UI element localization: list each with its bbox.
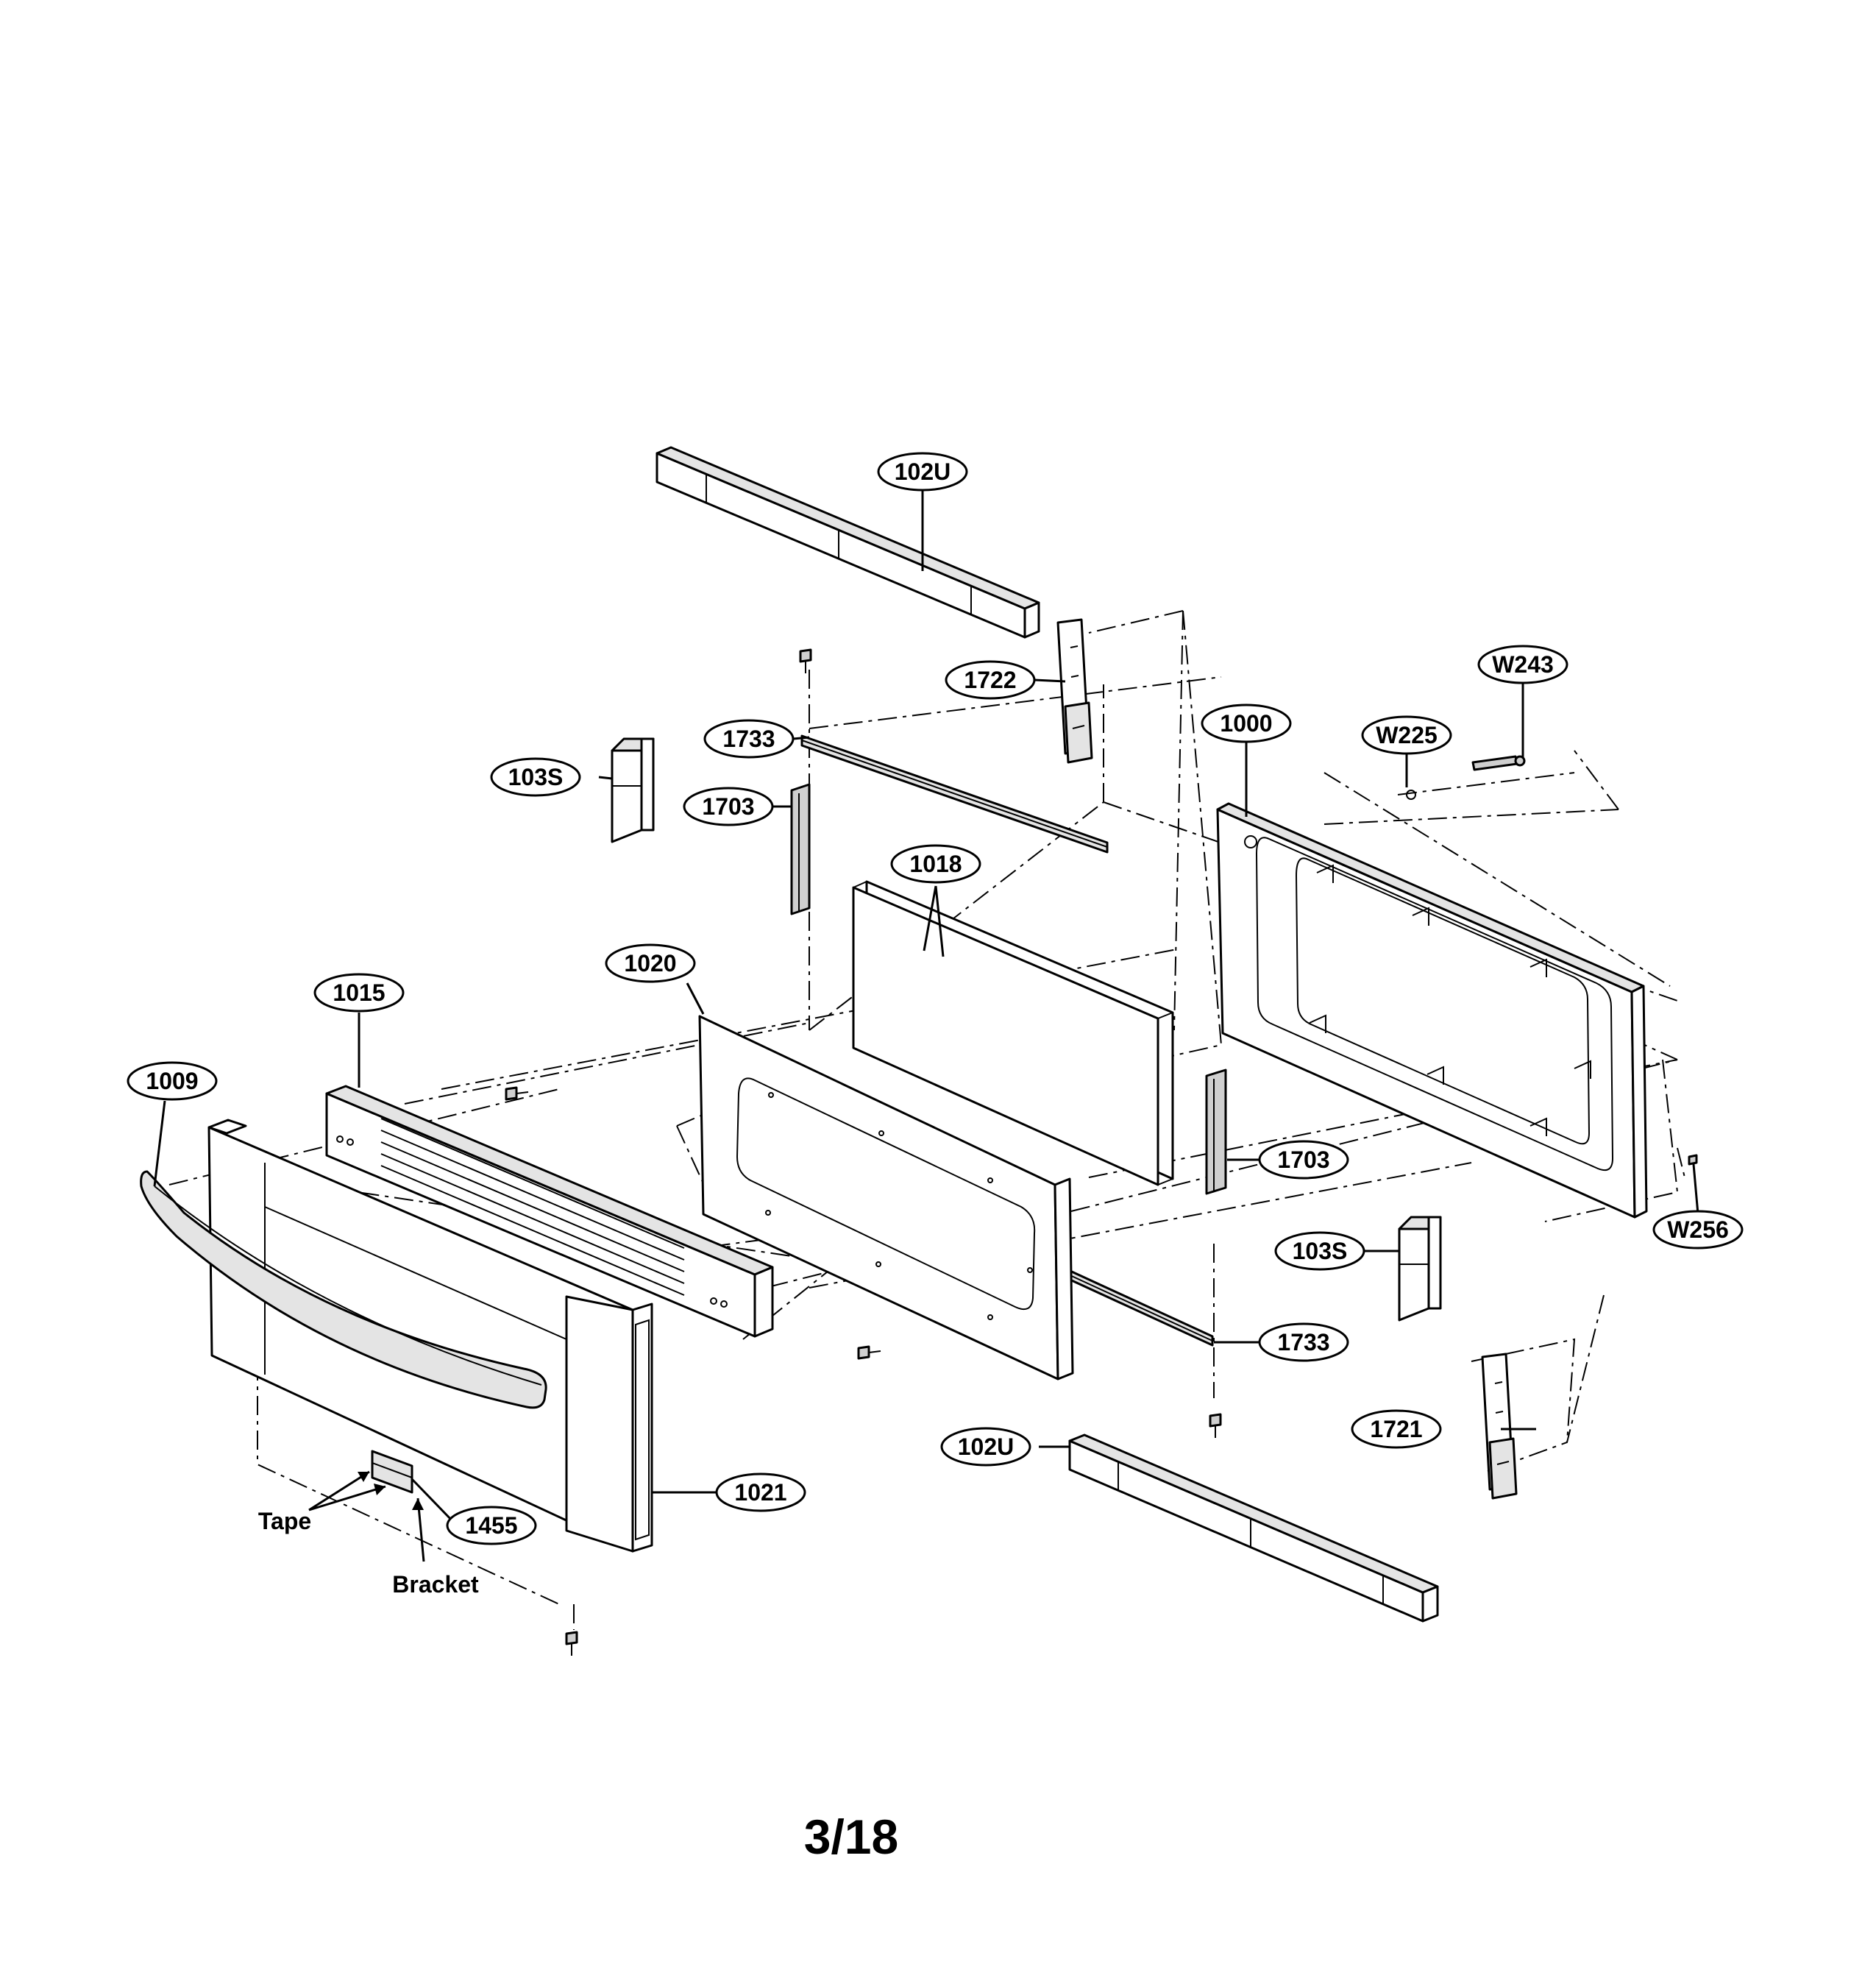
- callout-label: 1009: [146, 1068, 198, 1094]
- callout-1000: 1000: [1201, 703, 1292, 743]
- callout-label: 1733: [1277, 1329, 1329, 1355]
- part-102u-top-bar: [655, 446, 1040, 639]
- callout-label: 102U: [895, 458, 951, 485]
- callout-w225: W225: [1361, 715, 1452, 755]
- callout-1009: 1009: [127, 1061, 218, 1101]
- tape-label: Tape: [258, 1508, 311, 1534]
- callout-label: 1733: [722, 726, 775, 752]
- callout-103s-left: 103S: [490, 757, 581, 797]
- callout-label: 1000: [1220, 710, 1272, 737]
- callout-label: 103S: [508, 764, 564, 790]
- callout-label: 1015: [333, 979, 385, 1006]
- callout-label: 1721: [1370, 1416, 1422, 1442]
- callout-label: 102U: [958, 1433, 1015, 1460]
- part-1000-inner-door: [1216, 802, 1648, 1219]
- callout-1015: 1015: [313, 973, 405, 1013]
- callout-103s-right: 103S: [1274, 1231, 1365, 1271]
- callout-1733-bottom: 1733: [1258, 1322, 1349, 1362]
- callout-1703-right: 1703: [1258, 1140, 1349, 1180]
- screws: [505, 648, 1698, 1656]
- part-1455-bracket: [371, 1450, 413, 1494]
- callout-label: W256: [1667, 1216, 1729, 1243]
- callout-1703-left: 1703: [683, 787, 774, 826]
- part-1009-handle: [140, 1170, 547, 1409]
- part-103s-right-block: [1398, 1216, 1442, 1322]
- callout-label: 103S: [1293, 1238, 1348, 1264]
- part-102u-bottom-bar: [1068, 1433, 1439, 1623]
- part-1703-left-rail: [790, 783, 811, 915]
- callout-1455: 1455: [446, 1506, 537, 1545]
- callout-label: 1021: [734, 1479, 786, 1506]
- callout-1722: 1722: [945, 660, 1036, 700]
- callout-label: W225: [1376, 722, 1438, 748]
- page-number: 3/18: [804, 1810, 898, 1864]
- part-1733-top-rail: [800, 734, 1109, 854]
- callout-102u-bottom: 102U: [940, 1427, 1031, 1467]
- callout-w256: W256: [1652, 1210, 1744, 1250]
- callout-label: 1455: [465, 1512, 517, 1539]
- callout-1721: 1721: [1351, 1409, 1442, 1449]
- bracket-label: Bracket: [392, 1571, 479, 1598]
- callout-label: W243: [1492, 651, 1554, 678]
- callout-1018: 1018: [890, 844, 981, 884]
- callout-w243: W243: [1477, 645, 1568, 684]
- callout-label: 1020: [624, 950, 676, 977]
- part-1703-right-rail: [1205, 1068, 1227, 1195]
- callout-102u-top: 102U: [877, 452, 968, 492]
- callout-label: 1703: [702, 793, 754, 820]
- callout-label: 1722: [964, 667, 1016, 693]
- part-1721-hinge: [1481, 1353, 1518, 1500]
- part-1020-middle-panel: [698, 1015, 1074, 1381]
- callout-label: 1018: [909, 851, 962, 877]
- part-1722-hinge: [1056, 618, 1093, 764]
- part-1015-vent-panel: [325, 1085, 774, 1338]
- callout-1733-top: 1733: [703, 719, 795, 759]
- callout-label: 1703: [1277, 1146, 1329, 1173]
- callout-1020: 1020: [605, 943, 696, 983]
- leader-arrowheads: [358, 1472, 424, 1510]
- leader-lines: [153, 490, 1699, 1562]
- part-103s-left-block: [611, 737, 655, 843]
- callout-1021: 1021: [715, 1472, 806, 1512]
